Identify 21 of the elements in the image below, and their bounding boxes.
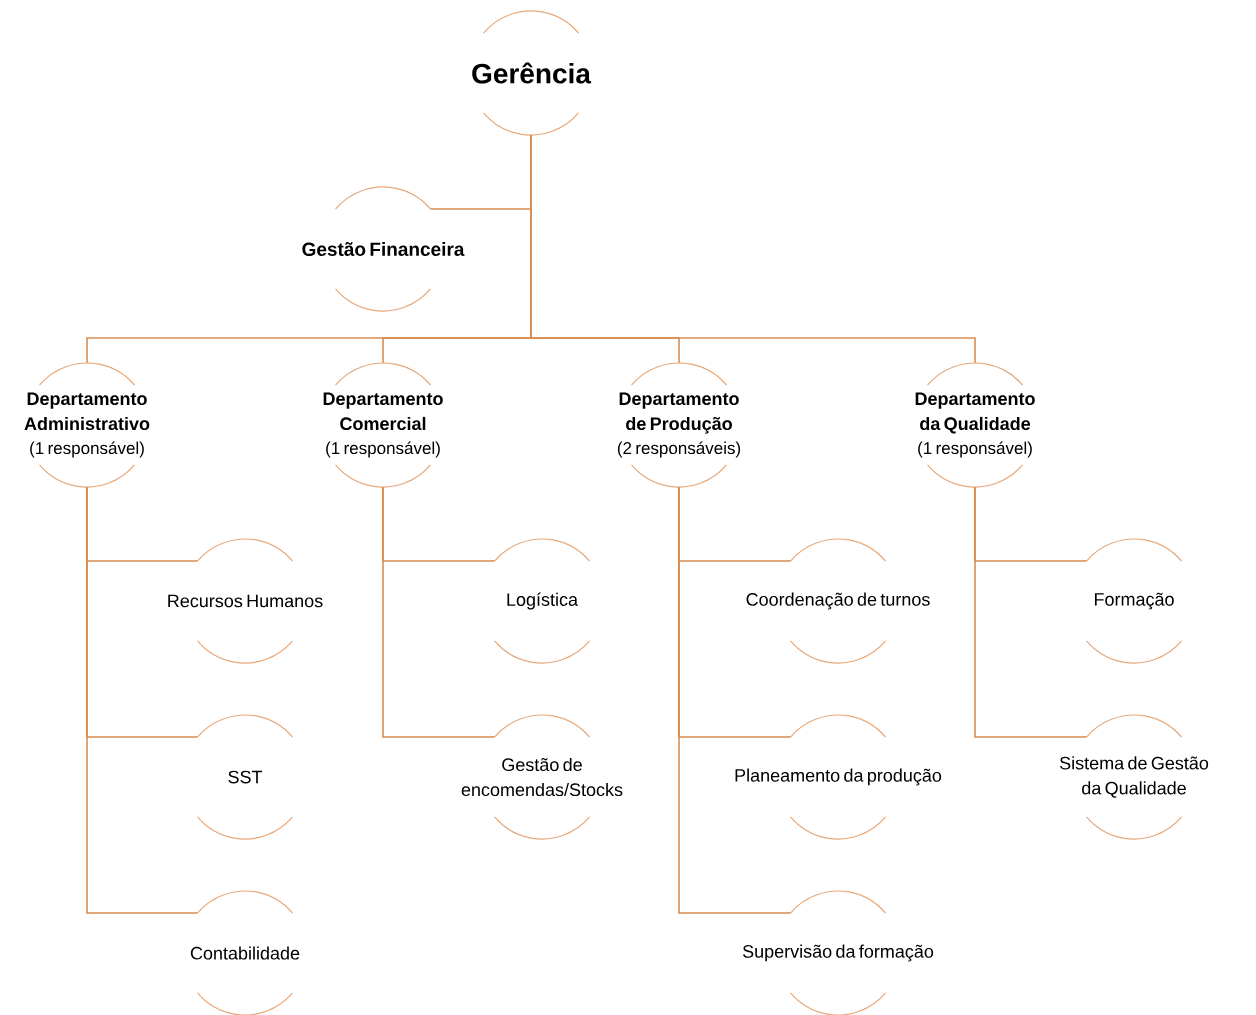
circle-node: Supervisão da formação	[742, 890, 934, 1015]
connector-line	[382, 486, 496, 738]
circle-node: Gestão de encomendas/Stocks	[461, 714, 623, 840]
circle-node: Contabilidade	[190, 890, 300, 1015]
circle-node: SST	[196, 714, 294, 840]
circle-node: Sistema de Gestão da Qualidade	[1059, 714, 1209, 840]
circle-node: Planeamento da produção	[735, 714, 942, 840]
connector-line	[678, 486, 792, 914]
circle-node: Gerência	[472, 10, 592, 136]
circle-node: Formação	[1085, 538, 1183, 664]
circle-node: Coordenação de turnos	[746, 538, 930, 664]
connector-line	[86, 486, 199, 914]
circle-node: Departamento Comercial (1 responsável)	[323, 362, 443, 488]
circle-node: Departamento de Produção (2 responsáveis)	[617, 362, 741, 488]
circle-node: Departamento Administrativo (1 responsável)	[24, 362, 150, 488]
connector-line	[530, 134, 976, 364]
circle-node: Logística	[493, 538, 591, 664]
circle-node: Recursos Humanos	[168, 538, 323, 664]
circle-node: Gestão Financeira	[302, 186, 465, 312]
connector-line	[974, 486, 1088, 738]
circle-node: Departamento da Qualidade (1 responsável)	[915, 362, 1035, 488]
